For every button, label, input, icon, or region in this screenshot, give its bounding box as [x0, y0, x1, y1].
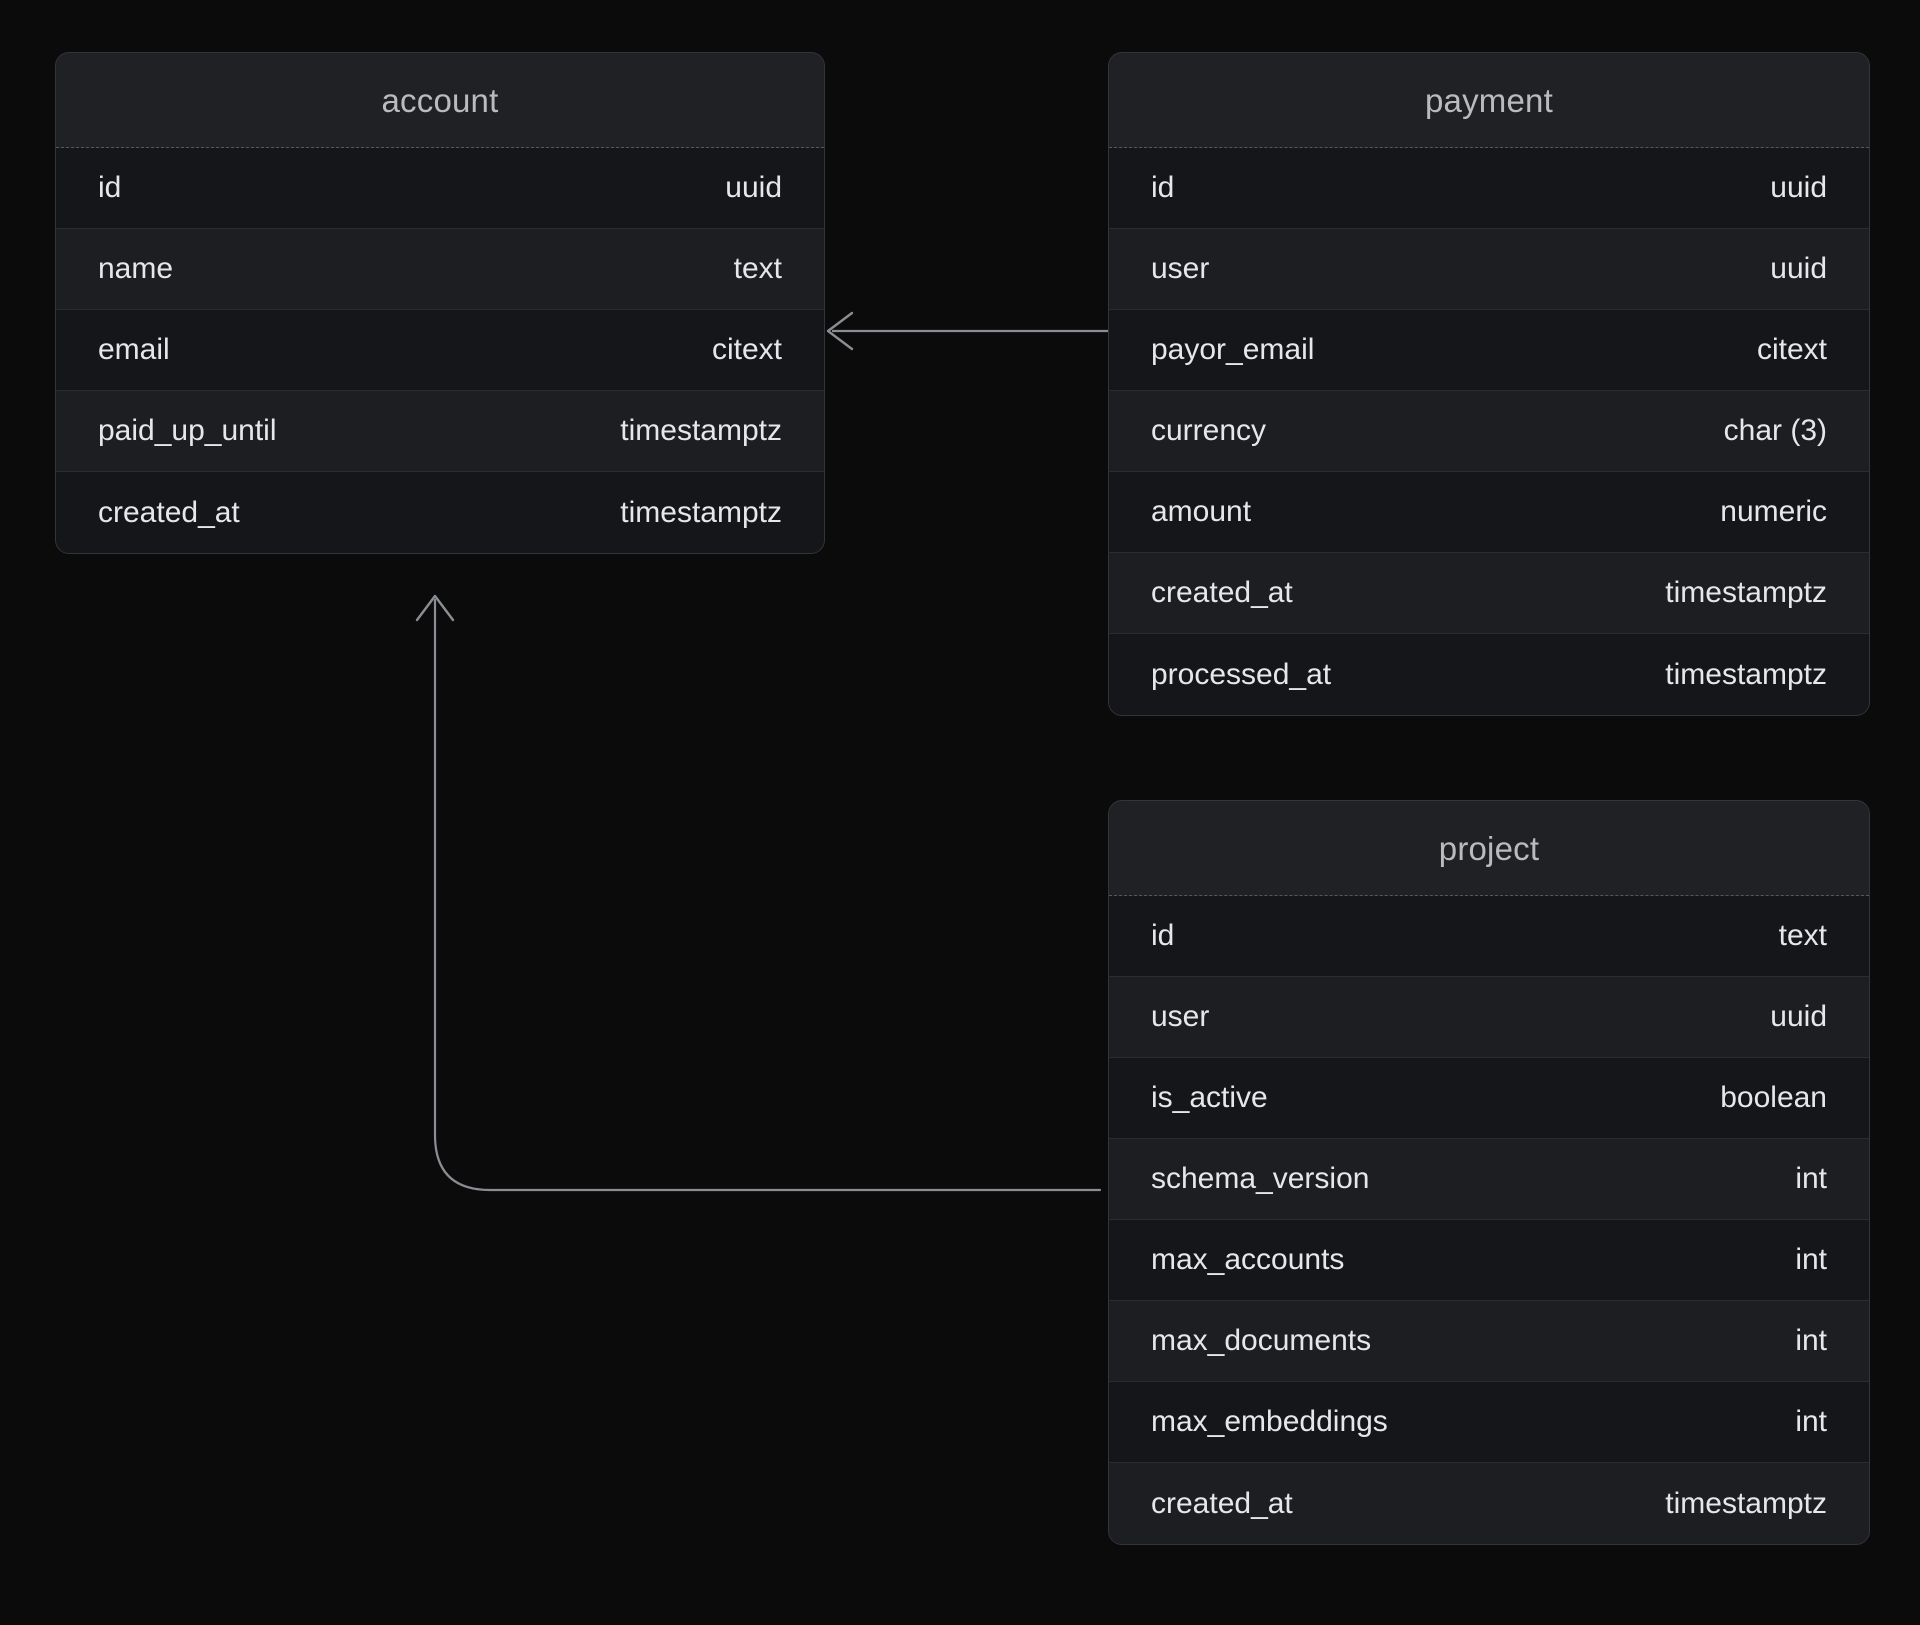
table-row[interactable]: processed_at timestamptz — [1109, 634, 1869, 715]
column-type: int — [1795, 1405, 1827, 1438]
table-row[interactable]: is_active boolean — [1109, 1058, 1869, 1139]
column-type: uuid — [1770, 252, 1827, 285]
table-row[interactable]: max_documents int — [1109, 1301, 1869, 1382]
column-name: max_documents — [1151, 1324, 1372, 1357]
column-type: uuid — [1770, 171, 1827, 204]
column-type: int — [1795, 1243, 1827, 1276]
column-name: created_at — [1151, 1486, 1293, 1520]
table-row[interactable]: id uuid — [1109, 148, 1869, 229]
table-row[interactable]: id uuid — [56, 148, 824, 229]
column-name: payor_email — [1151, 333, 1315, 366]
table-row[interactable]: paid_up_until timestamptz — [56, 391, 824, 472]
entity-project-title: project — [1438, 829, 1540, 867]
column-type: timestamptz — [620, 495, 782, 529]
entity-account-columns: id uuid name text email citext paid_up_u… — [56, 148, 824, 553]
column-type: text — [733, 252, 782, 285]
entity-account-header: account — [56, 53, 824, 148]
column-name: name — [98, 252, 174, 285]
relationship-project-to-account — [415, 594, 1102, 1192]
entity-payment-title: payment — [1425, 81, 1553, 119]
entity-account[interactable]: account id uuid name text email citext p… — [55, 52, 825, 554]
column-name: schema_version — [1151, 1162, 1370, 1195]
entity-payment[interactable]: payment id uuid user uuid payor_email ci… — [1108, 52, 1870, 716]
entity-project-header: project — [1109, 801, 1869, 896]
table-row[interactable]: currency char (3) — [1109, 391, 1869, 472]
table-row[interactable]: max_embeddings int — [1109, 1382, 1869, 1463]
table-row[interactable]: user uuid — [1109, 977, 1869, 1058]
column-name: paid_up_until — [98, 414, 277, 447]
entity-payment-columns: id uuid user uuid payor_email citext cur… — [1109, 148, 1869, 715]
column-type: uuid — [1770, 1000, 1827, 1033]
table-row[interactable]: id text — [1109, 896, 1869, 977]
table-row[interactable]: payor_email citext — [1109, 310, 1869, 391]
table-row[interactable]: name text — [56, 229, 824, 310]
column-name: created_at — [98, 495, 240, 529]
table-row[interactable]: email citext — [56, 310, 824, 391]
table-row[interactable]: user uuid — [1109, 229, 1869, 310]
column-type: char (3) — [1723, 414, 1827, 447]
column-name: created_at — [1151, 576, 1293, 609]
column-name: processed_at — [1151, 657, 1332, 691]
table-row[interactable]: created_at timestamptz — [1109, 553, 1869, 634]
table-row[interactable]: created_at timestamptz — [56, 472, 824, 553]
table-row[interactable]: created_at timestamptz — [1109, 1463, 1869, 1544]
table-row[interactable]: max_accounts int — [1109, 1220, 1869, 1301]
table-row[interactable]: schema_version int — [1109, 1139, 1869, 1220]
column-name: email — [98, 333, 170, 366]
column-type: timestamptz — [1665, 657, 1827, 691]
entity-account-title: account — [381, 81, 499, 119]
relationship-payment-to-account — [826, 311, 1108, 351]
entity-project[interactable]: project id text user uuid is_active bool… — [1108, 800, 1870, 1545]
column-type: timestamptz — [1665, 576, 1827, 609]
column-name: max_embeddings — [1151, 1405, 1388, 1438]
column-name: id — [1151, 919, 1175, 952]
column-type: text — [1778, 919, 1827, 952]
column-type: boolean — [1720, 1081, 1827, 1114]
table-row[interactable]: amount numeric — [1109, 472, 1869, 553]
column-type: citext — [711, 333, 782, 366]
column-name: user — [1151, 252, 1210, 285]
column-type: timestamptz — [1665, 1486, 1827, 1520]
column-name: max_accounts — [1151, 1243, 1345, 1276]
column-type: citext — [1756, 333, 1827, 366]
column-type: int — [1795, 1324, 1827, 1357]
column-type: numeric — [1720, 495, 1827, 528]
column-name: id — [1151, 171, 1175, 204]
column-type: uuid — [725, 171, 782, 204]
column-type: int — [1795, 1162, 1827, 1195]
column-name: user — [1151, 1000, 1210, 1033]
entity-payment-header: payment — [1109, 53, 1869, 148]
column-name: id — [98, 171, 122, 204]
column-name: currency — [1151, 414, 1267, 447]
column-name: amount — [1151, 495, 1252, 528]
column-name: is_active — [1151, 1081, 1268, 1114]
column-type: timestamptz — [620, 414, 782, 447]
entity-project-columns: id text user uuid is_active boolean sche… — [1109, 896, 1869, 1544]
